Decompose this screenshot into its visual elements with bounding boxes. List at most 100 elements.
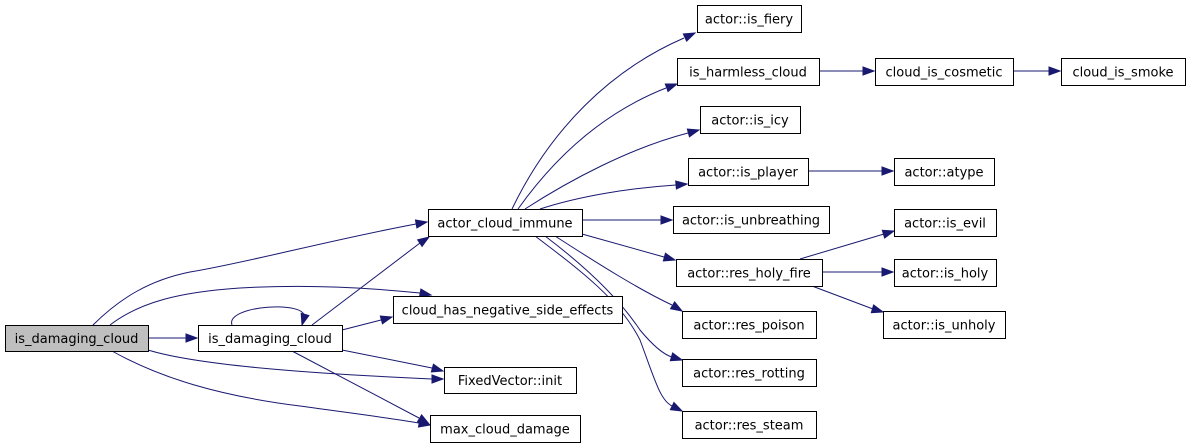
node-box[interactable] xyxy=(700,106,801,134)
node-box[interactable] xyxy=(894,209,997,237)
edge-aci-to-unbr xyxy=(582,215,674,225)
node-label: cloud_is_smoke xyxy=(1072,66,1173,81)
node-atype[interactable]: actor::atype xyxy=(894,158,995,186)
edge-line xyxy=(511,37,685,210)
node-fvi[interactable]: FixedVector::init xyxy=(444,367,577,394)
edge-idc2-to-idc2 xyxy=(231,306,310,327)
edge-ihc-to-cic xyxy=(819,66,876,76)
edge-line xyxy=(517,87,667,210)
edge-line xyxy=(111,350,420,424)
node-box[interactable] xyxy=(5,325,149,352)
node-box[interactable] xyxy=(875,58,1014,86)
edge-line xyxy=(231,306,305,326)
node-ihc[interactable]: is_harmless_cloud xyxy=(677,58,820,86)
node-holy[interactable]: actor::is_holy xyxy=(894,259,997,287)
arrowhead-icon xyxy=(870,304,885,314)
node-label: cloud_is_cosmetic xyxy=(886,66,1003,81)
node-fiery[interactable]: actor::is_fiery xyxy=(697,5,802,33)
node-label: is_damaging_cloud xyxy=(15,332,139,347)
node-label: actor::atype xyxy=(904,166,983,181)
edge-line xyxy=(581,233,665,258)
node-box[interactable] xyxy=(682,311,817,339)
node-rsteam[interactable]: actor::res_steam xyxy=(682,411,817,439)
node-box[interactable] xyxy=(673,206,830,234)
node-idc2[interactable]: is_damaging_cloud xyxy=(198,325,343,352)
node-box[interactable] xyxy=(444,367,577,394)
node-aci[interactable]: actor_cloud_immune xyxy=(428,209,583,237)
arrowhead-icon xyxy=(881,166,895,176)
arrowhead-icon xyxy=(675,180,689,190)
edge-aci-to-rpoi xyxy=(554,235,684,312)
node-label: actor::is_unbreathing xyxy=(682,214,820,229)
node-box[interactable] xyxy=(1061,58,1186,86)
edge-root-to-idc2 xyxy=(148,333,199,343)
node-box[interactable] xyxy=(430,415,581,443)
node-label: actor::is_fiery xyxy=(705,13,793,28)
edge-line xyxy=(341,349,433,369)
edge-rhf-to-unholy xyxy=(811,285,885,314)
node-label: FixedVector::init xyxy=(458,374,562,389)
node-box[interactable] xyxy=(677,58,820,86)
arrowhead-icon xyxy=(416,236,431,248)
node-rhf[interactable]: actor::res_holy_fire xyxy=(676,259,823,287)
edge-root-to-chnse xyxy=(109,285,433,326)
node-cic[interactable]: cloud_is_cosmetic xyxy=(875,58,1014,86)
node-box[interactable] xyxy=(428,209,583,237)
arrowhead-icon xyxy=(669,352,684,362)
node-box[interactable] xyxy=(894,158,995,186)
node-icy[interactable]: actor::is_icy xyxy=(700,106,801,134)
arrowhead-icon xyxy=(881,267,895,277)
node-label: actor::is_evil xyxy=(904,217,986,232)
node-root[interactable]: is_damaging_cloud xyxy=(5,325,149,352)
node-evil[interactable]: actor::is_evil xyxy=(894,209,997,237)
node-cis[interactable]: cloud_is_smoke xyxy=(1061,58,1186,86)
edge-idc2-to-mcd xyxy=(291,350,431,425)
node-box[interactable] xyxy=(883,311,1006,339)
edges-layer xyxy=(92,32,1062,428)
node-label: actor::res_steam xyxy=(695,419,804,434)
node-chnse[interactable]: cloud_has_negative_side_effects xyxy=(393,296,623,324)
node-label: actor::res_poison xyxy=(693,319,804,334)
node-unbr[interactable]: actor::is_unbreathing xyxy=(673,206,830,234)
node-unholy[interactable]: actor::is_unholy xyxy=(883,311,1006,339)
edge-aci-to-fiery xyxy=(511,32,697,210)
edge-line xyxy=(311,242,421,326)
edge-root-to-mcd xyxy=(111,350,432,428)
node-box[interactable] xyxy=(894,259,997,287)
arrowhead-icon xyxy=(300,312,310,327)
node-label: is_harmless_cloud xyxy=(689,66,807,81)
arrowhead-icon xyxy=(881,229,896,239)
edge-line xyxy=(291,350,420,419)
arrowhead-icon xyxy=(414,219,429,229)
node-box[interactable] xyxy=(697,5,802,33)
edge-line xyxy=(524,132,689,210)
arrowhead-icon xyxy=(862,66,876,76)
arrowhead-icon xyxy=(669,301,684,312)
node-label: max_cloud_damage xyxy=(440,423,570,438)
node-box[interactable] xyxy=(198,325,343,352)
node-box[interactable] xyxy=(676,259,823,287)
node-label: actor::is_unholy xyxy=(893,319,996,334)
arrowhead-icon xyxy=(664,83,679,93)
node-box[interactable] xyxy=(393,296,623,324)
edge-root-to-aci xyxy=(92,219,429,326)
edge-idc2-to-chnse xyxy=(341,315,394,331)
node-player[interactable]: actor::is_player xyxy=(688,158,809,186)
arrowhead-icon xyxy=(185,333,199,343)
edge-line xyxy=(539,184,677,210)
edge-aci-to-rrot xyxy=(544,235,684,362)
node-rrot[interactable]: actor::res_rotting xyxy=(682,359,817,387)
node-box[interactable] xyxy=(682,411,817,439)
node-rpoi[interactable]: actor::res_poison xyxy=(682,311,817,339)
edge-rhf-to-evil xyxy=(799,229,896,260)
edge-line xyxy=(341,319,382,331)
edge-line xyxy=(109,285,421,326)
node-label: cloud_has_negative_side_effects xyxy=(402,304,614,319)
node-box[interactable] xyxy=(688,158,809,186)
edge-rhf-to-holy xyxy=(822,267,895,277)
node-box[interactable] xyxy=(682,359,817,387)
edge-line xyxy=(92,223,417,326)
node-label: actor::is_holy xyxy=(902,267,989,282)
node-mcd[interactable]: max_cloud_damage xyxy=(430,415,581,443)
